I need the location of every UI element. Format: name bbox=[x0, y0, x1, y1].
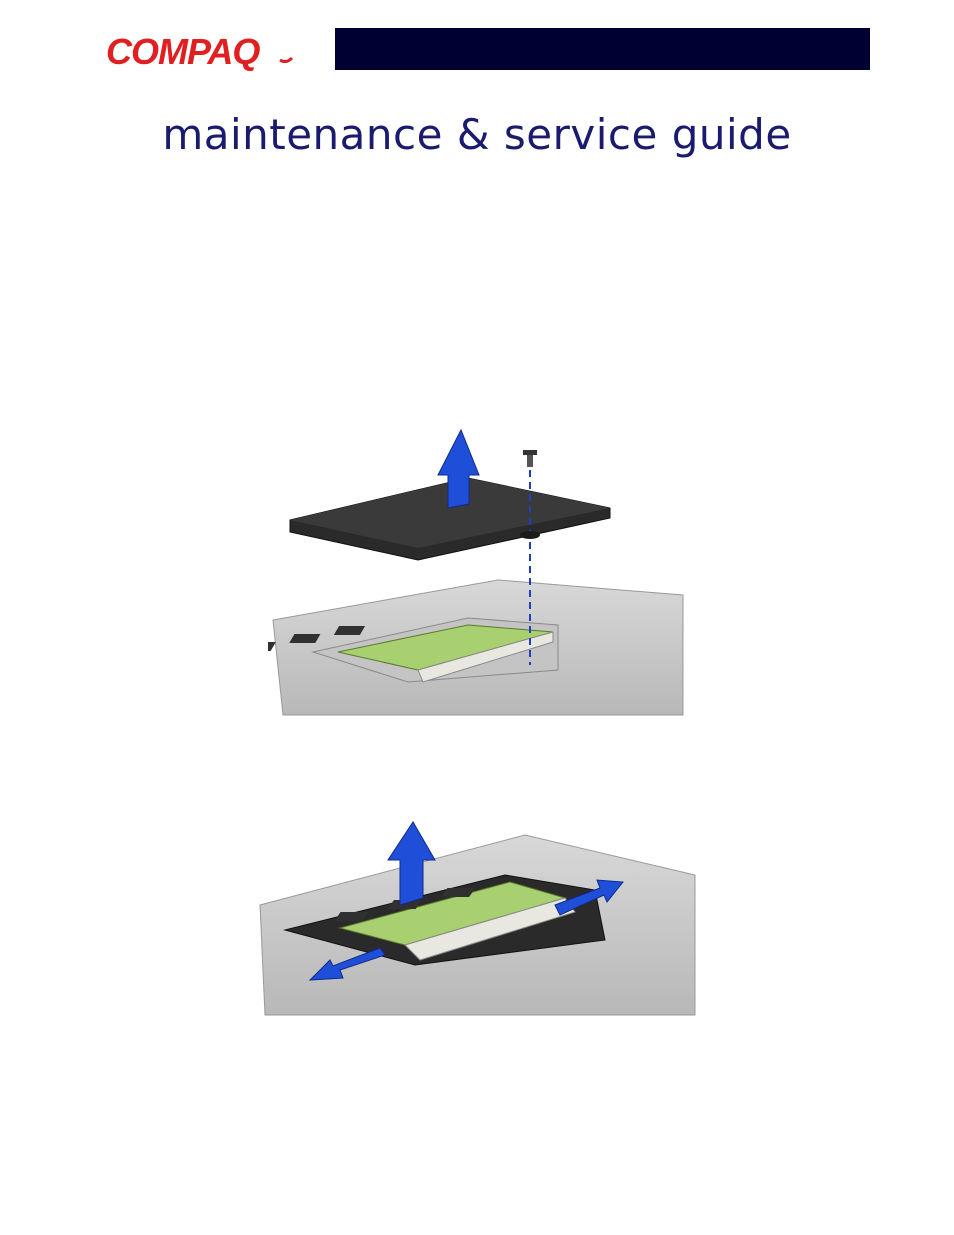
compaq-logo: COMPAQ bbox=[104, 30, 299, 72]
memory-module-removal-illustration bbox=[255, 820, 700, 1020]
memory-door-removal-illustration bbox=[268, 420, 698, 725]
header-bar bbox=[335, 28, 870, 70]
logo-wordmark: COMPAQ bbox=[106, 31, 260, 72]
document-title: maintenance & service guide bbox=[0, 110, 954, 159]
